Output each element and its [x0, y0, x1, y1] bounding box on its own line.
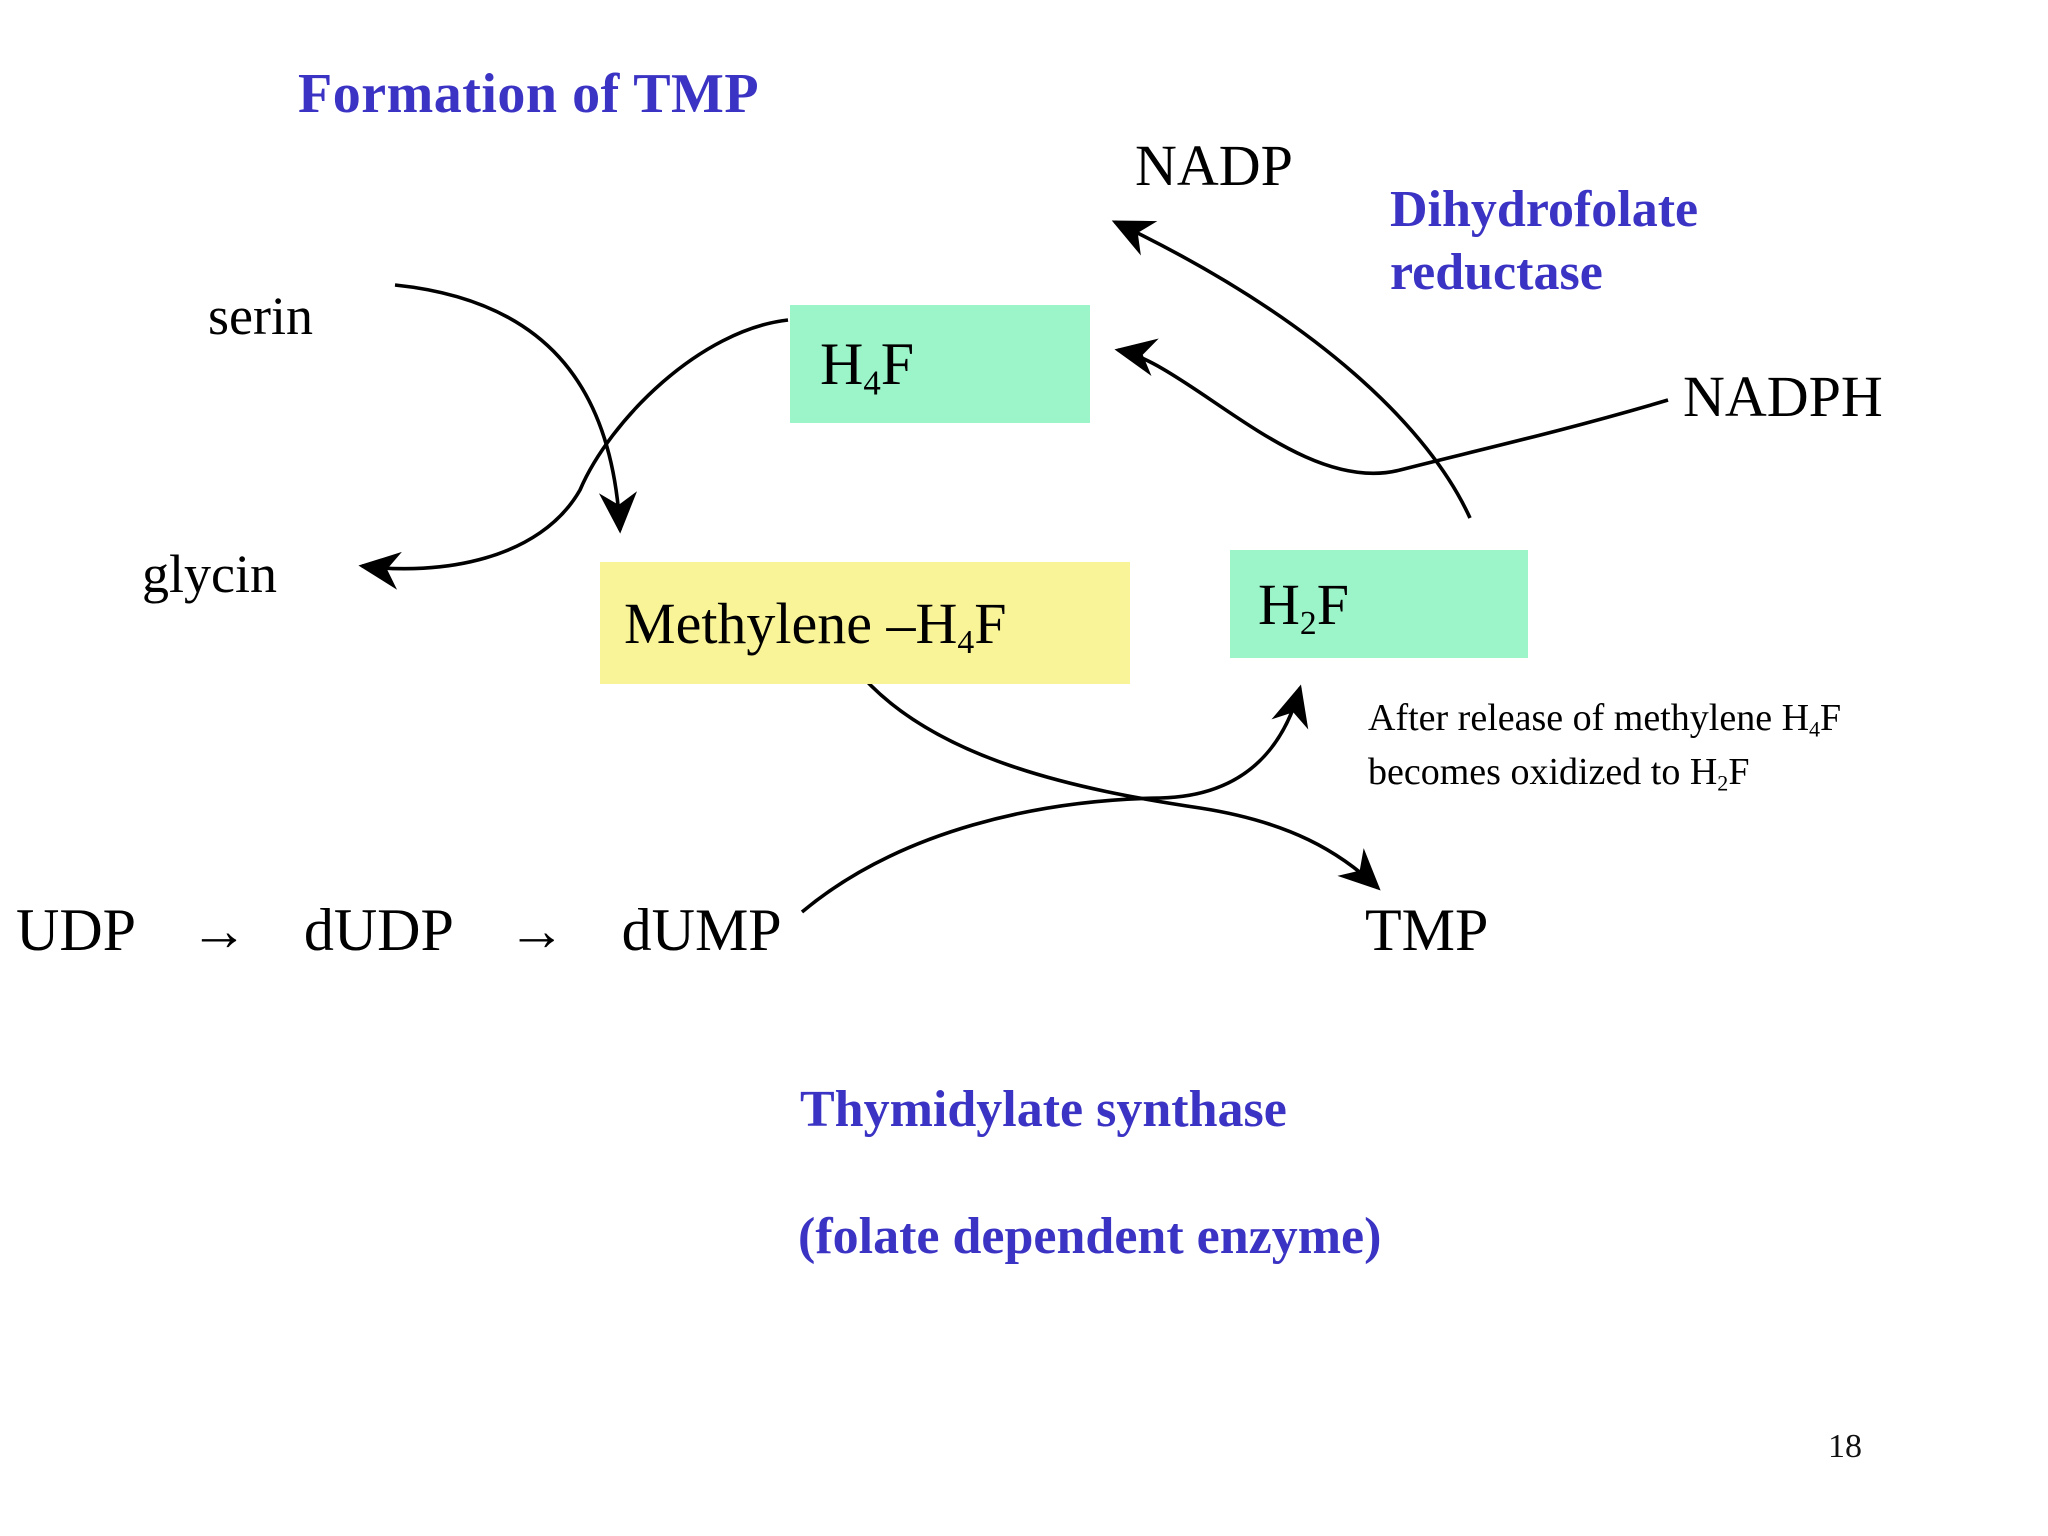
slide-title: Formation of TMP: [298, 63, 760, 125]
box-methylene-h4f: Methylene –H4F: [600, 562, 1130, 684]
label-nadph: NADPH: [1683, 364, 1883, 429]
pathway-row: UDP → dUDP → dUMP: [16, 896, 782, 965]
box-h2f-formula: H2F: [1258, 571, 1349, 640]
arrow-methylene-h4f-to-tmp: [853, 666, 1381, 891]
note-line-2-tail: F: [1728, 750, 1750, 793]
label-nadp: NADP: [1135, 133, 1293, 198]
note-line-2: becomes oxidized to H2F: [1368, 746, 1841, 800]
box-methylene-h4f-formula: Methylene –H4F: [624, 590, 1007, 659]
note-line-1-text: After release of methylene H: [1368, 697, 1810, 739]
note-line-2-subscript: 2: [1717, 770, 1729, 796]
methylene-prefix: Methylene –H: [624, 590, 958, 656]
box-h2f: H2F: [1230, 550, 1528, 658]
pathway-arrow-2: →: [507, 898, 566, 963]
h2f-subscript: 2: [1299, 604, 1317, 642]
dhfr-line-1: Dihydrofolate: [1390, 181, 1699, 238]
label-serin: serin: [208, 286, 313, 346]
pathway-arrow-1: →: [189, 898, 248, 963]
methylene-subscript: 4: [957, 623, 975, 661]
label-glycin: glycin: [142, 544, 277, 604]
arrow-h4f-to-glycin: [358, 318, 789, 590]
arrow-nadph-to-h4f: [1114, 338, 1669, 476]
note-line-1-subscript: 4: [1809, 716, 1821, 742]
note-line-2-text: becomes oxidized to H: [1368, 750, 1718, 793]
pathway-step-dump: dUMP: [621, 897, 782, 963]
pathway-step-dudp: dUDP: [303, 897, 452, 963]
note-line-1-tail: F: [1820, 697, 1842, 739]
h4f-tail: F: [880, 330, 915, 397]
h2f-tail: F: [1316, 571, 1349, 637]
h2f-base: H: [1258, 571, 1300, 637]
box-h4f: H4F: [790, 305, 1090, 423]
dhfr-line-2: reductase: [1390, 244, 1603, 302]
methylene-tail: F: [974, 590, 1007, 656]
arrow-dump-to-h2f: [800, 684, 1309, 914]
label-thymidylate-synthase: Thymidylate synthase: [800, 1081, 1287, 1138]
pathway-step-udp: UDP: [16, 897, 134, 963]
h4f-subscript: 4: [863, 362, 881, 402]
h4f-base: H: [820, 330, 864, 397]
pathway-product-tmp: TMP: [1365, 897, 1489, 963]
label-dihydrofolate-reductase: Dihydrofolate reductase: [1390, 178, 1698, 305]
box-h4f-formula: H4F: [820, 330, 915, 402]
page-number: 18: [1828, 1428, 1862, 1465]
arrow-serin-to-methylene-h4f: [394, 283, 638, 534]
note-line-1: After release of methylene H4F: [1368, 692, 1841, 746]
note-oxidation: After release of methylene H4F becomes o…: [1368, 692, 1841, 800]
label-thymidylate-synthase-qualifier: (folate dependent enzyme): [798, 1208, 1382, 1265]
